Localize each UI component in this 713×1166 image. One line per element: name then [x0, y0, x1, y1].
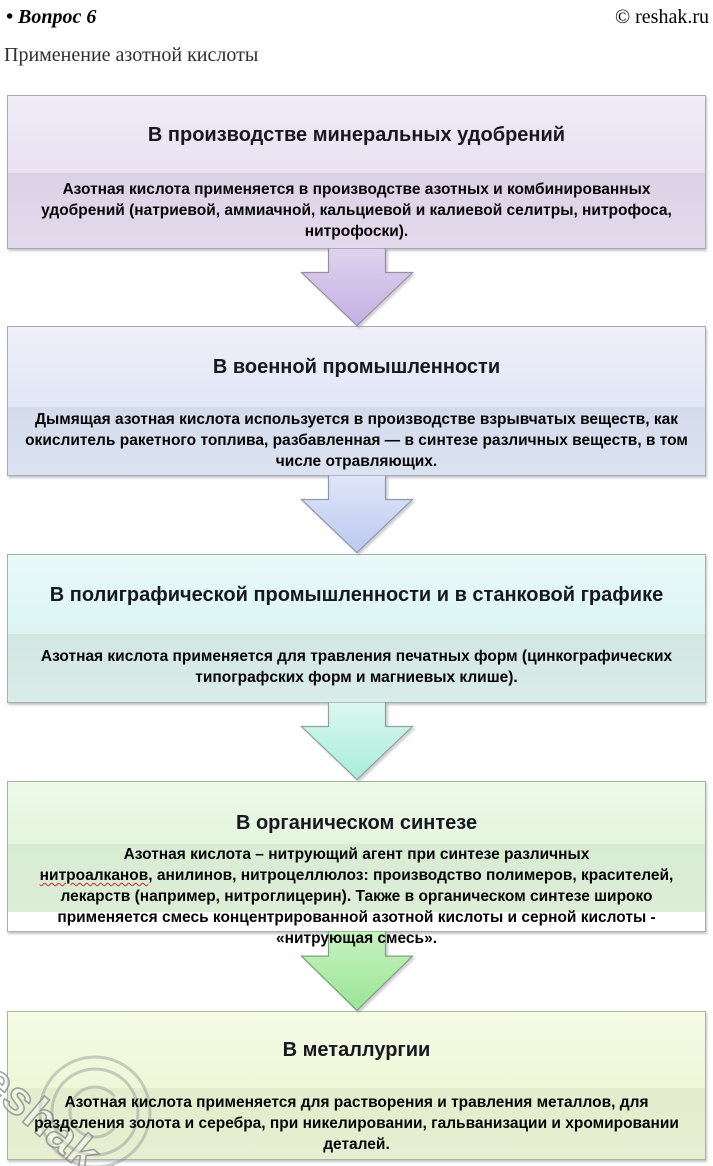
- flow-box-printing: В полиграфической промышленности и в ста…: [7, 554, 706, 703]
- flow-box-title: В органическом синтезе: [235, 811, 478, 834]
- page-title: Применение азотной кислоты: [4, 44, 259, 66]
- flow-box-body: Азотная кислота применяется для травлени…: [40, 648, 673, 686]
- flow-box-title: В производстве минеральных удобрений: [147, 123, 566, 146]
- flow-box-body: Дымящая азотная кислота используется в п…: [25, 411, 688, 470]
- flow-box-title-area: В полиграфической промышленности и в ста…: [8, 555, 705, 634]
- down-arrow-icon: [300, 475, 414, 554]
- flow-box-body-area: Азотная кислота применяется в производст…: [8, 173, 705, 248]
- down-arrow-icon: [300, 931, 414, 1012]
- body-line-1: Азотная кислота – нитрующий агент при си…: [123, 846, 590, 863]
- flow-box-metallurgy: В металлургии Азотная кислота применяетс…: [7, 1011, 706, 1160]
- down-arrow-icon: [300, 248, 414, 327]
- flow-box-title-area: В производстве минеральных удобрений: [8, 96, 705, 173]
- flow-box-title: В металлургии: [282, 1039, 431, 1061]
- site-copyright: © reshak.ru: [614, 6, 709, 28]
- flow-box-body-area: Азотная кислота применяется для растворе…: [8, 1088, 705, 1159]
- flow-box-organic-synthesis: В органическом синтезе Азотная кислота –…: [7, 781, 706, 947]
- flow-box-body-area: Азотная кислота применяется для травлени…: [8, 634, 705, 702]
- flow-box-title: В полиграфической промышленности и в ста…: [49, 583, 664, 606]
- question-title: • Вопрос 6: [6, 6, 97, 28]
- flow-box-body: Азотная кислота применяется в производст…: [41, 181, 672, 240]
- page-header: • Вопрос 6 © reshak.ru: [0, 6, 713, 34]
- spellcheck-underlined-word: нитроалканов: [39, 867, 149, 884]
- flow-box-fertilizers: В производстве минеральных удобрений Азо…: [7, 95, 706, 249]
- flow-box-title-area: В военной промышленности: [8, 327, 705, 407]
- flow-box-body: Азотная кислота – нитрующий агент при си…: [8, 844, 705, 949]
- flow-box-body-area: Азотная кислота – нитрующий агент при си…: [8, 844, 705, 947]
- flow-box-title: В военной промышленности: [212, 356, 501, 378]
- flow-box-body-area: Дымящая азотная кислота используется в п…: [8, 407, 705, 475]
- flow-box-military: В военной промышленности Дымящая азотная…: [7, 326, 706, 476]
- flow-box-title-area: В металлургии: [8, 1012, 705, 1088]
- body-rest: , анилинов, нитроцеллюлоз: производство …: [57, 867, 674, 947]
- flow-box-body: Азотная кислота применяется для растворе…: [34, 1094, 679, 1153]
- down-arrow-icon: [300, 702, 414, 781]
